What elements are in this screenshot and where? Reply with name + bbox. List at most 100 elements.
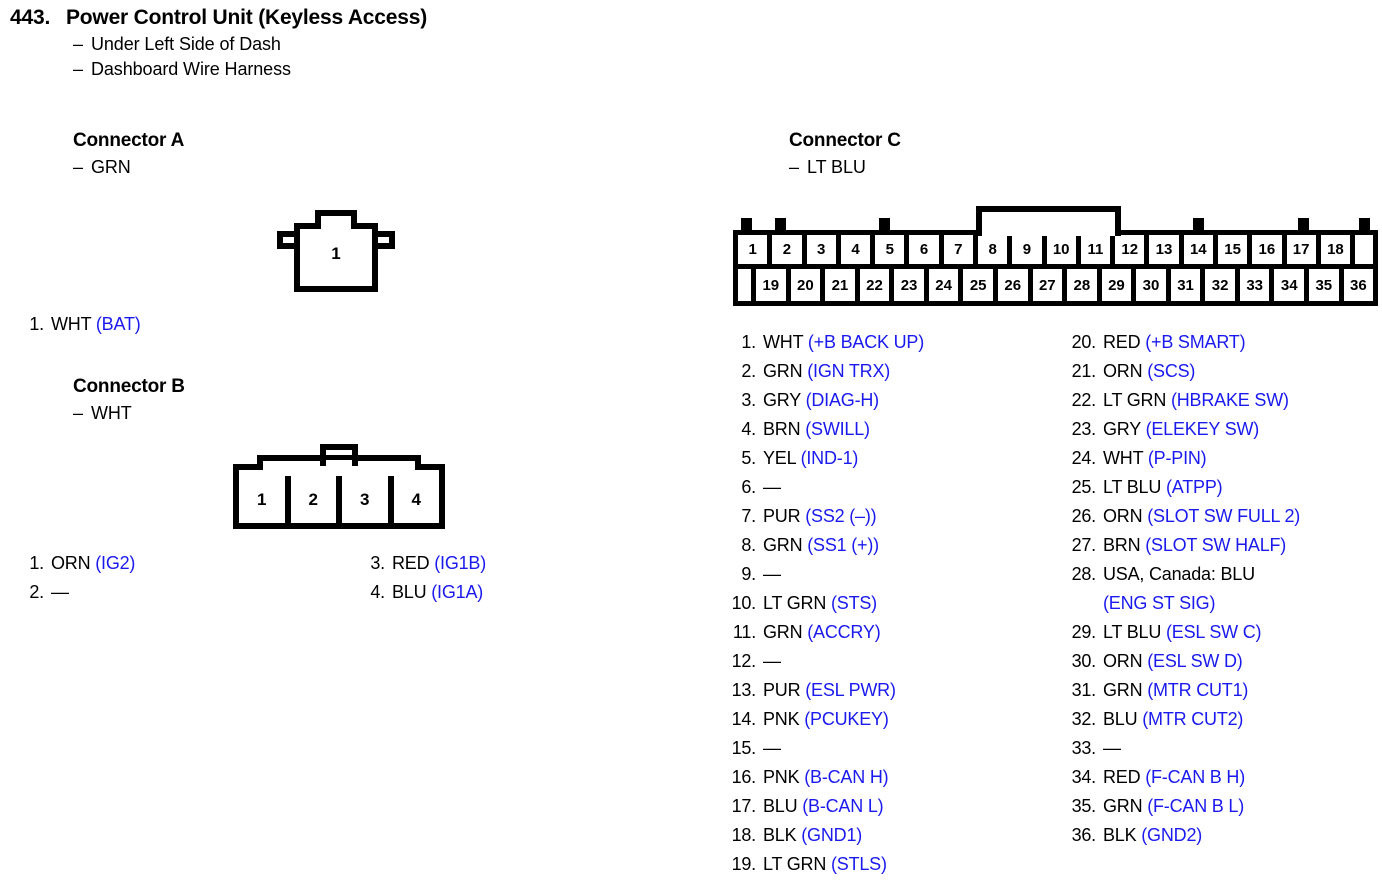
header-note-harness-text: Dashboard Wire Harness <box>91 59 291 79</box>
connector-c-keying-tab <box>741 218 752 232</box>
list-item: 1. WHT (BAT) <box>14 314 141 343</box>
connector-c-pin-cell: 6 <box>909 235 944 269</box>
pin-signal: (SLOT SW FULL 2) <box>1147 506 1301 526</box>
pin-number: 3. <box>370 553 385 573</box>
connector-c-pin-cell: 14 <box>1183 235 1218 269</box>
pin-wire-color: LT GRN <box>763 593 827 613</box>
pin-number: 13. <box>731 680 757 700</box>
pin-body: GRN (ACCRY) <box>763 622 881 643</box>
page-title: Power Control Unit (Keyless Access) <box>66 6 427 29</box>
pin-signal: (SCS) <box>1147 361 1196 381</box>
pin-body: PNK (PCUKEY) <box>763 709 889 730</box>
pin-number: 25. <box>1071 477 1097 497</box>
connector-c-pin-cell: 10 <box>1046 235 1081 269</box>
pin-signal: (STS) <box>830 593 877 613</box>
pin-wire-color: LT GRN <box>1103 390 1167 410</box>
connector-b-heading: Connector B <box>73 376 185 397</box>
pin-wire-color: ORN <box>51 553 91 573</box>
connector-c-pin-list-left: 1.WHT (+B BACK UP)2.GRN (IGN TRX)3.GRY (… <box>726 332 925 883</box>
pin-body: PUR (ESL PWR) <box>763 680 896 701</box>
pin-number: 31. <box>1071 680 1097 700</box>
connector-c-keying-tab <box>1298 218 1309 232</box>
pin-wire-color: PUR <box>763 506 801 526</box>
pin-number: 2. <box>29 582 44 602</box>
pin-body: — <box>763 738 781 759</box>
list-item: 3. RED (IG1B) <box>355 553 486 582</box>
list-item: 23.GRY (ELEKEY SW) <box>1066 419 1300 448</box>
pin-number: 7. <box>741 506 756 526</box>
connector-c-pin-cell: 24 <box>928 269 964 301</box>
list-item: 9.— <box>726 564 924 593</box>
connector-a-heading-block: Connector A –GRN <box>73 130 184 178</box>
pin-wire-color: — <box>51 582 69 602</box>
connector-c-pin-cell: 32 <box>1205 269 1240 301</box>
connector-c-pin-cell: 26 <box>997 269 1033 301</box>
list-item: 4. BLU (IG1A) <box>355 582 486 611</box>
pin-wire-color: LT BLU <box>1103 622 1162 642</box>
pin-wire-color: BLU <box>392 582 427 602</box>
pin-number: 29. <box>1071 622 1097 642</box>
connector-c-pin-cell: 30 <box>1136 269 1171 301</box>
pin-wire-color: RED <box>1103 767 1141 787</box>
connector-a-center-notch <box>315 210 357 229</box>
pin-wire-color: PNK <box>763 767 800 787</box>
pin-body: BLK (GND2) <box>1103 825 1202 846</box>
pin-signal: (STLS) <box>830 854 887 874</box>
pin-signal: (IG2) <box>95 553 136 573</box>
pin-number: 11. <box>732 622 756 642</box>
pin-signal: (SS1 (+)) <box>807 535 879 555</box>
pin-signal: (IND-1) <box>800 448 859 468</box>
pin-wire-color: WHT <box>51 314 92 334</box>
connector-c-pin-cell: 8 <box>977 235 1013 269</box>
pin-body: WHT (BAT) <box>51 314 141 335</box>
pin-signal: (GND1) <box>801 825 863 845</box>
connector-c-pin-cell: 31 <box>1170 269 1206 301</box>
pin-wire-color: GRN <box>1103 796 1143 816</box>
pin-number: 8. <box>741 535 756 555</box>
list-item: 22.LT GRN (HBRAKE SW) <box>1066 390 1300 419</box>
pin-number: 1. <box>29 553 44 573</box>
connector-b-tab-slot <box>326 455 352 460</box>
header-note-location: –Under Left Side of Dash <box>73 34 427 55</box>
list-item: 29.LT BLU (ESL SW C) <box>1066 622 1300 651</box>
pin-wire-color: — <box>763 738 781 758</box>
connector-c-pin-cell: 7 <box>943 235 978 269</box>
title-row: 443. Power Control Unit (Keyless Access) <box>10 6 427 30</box>
pin-wire-color: RED <box>1103 332 1141 352</box>
list-item: 13. PUR (ESL PWR) <box>726 680 924 709</box>
list-item: 19.LT GRN (STLS) <box>726 854 924 883</box>
pin-wire-color: — <box>1103 738 1121 758</box>
connector-c-pin-cell: 4 <box>840 235 876 269</box>
connector-c-heading-block: Connector C –LT BLU <box>789 130 901 178</box>
list-item: 11. GRN (ACCRY) <box>726 622 924 651</box>
pin-wire-color: BLU <box>763 796 798 816</box>
pin-wire-color: ORN <box>1103 651 1143 671</box>
pin-body: GRN (IGN TRX) <box>763 361 890 382</box>
pin-wire-color: BLK <box>1103 825 1137 845</box>
connector-c-color-row: –LT BLU <box>789 157 901 178</box>
list-item: 25.LT BLU (ATPP) <box>1066 477 1300 506</box>
pin-number: 2. <box>741 361 756 381</box>
list-item: 14.PNK (PCUKEY) <box>726 709 924 738</box>
list-item: 26.ORN (SLOT SW FULL 2) <box>1066 506 1301 535</box>
pin-number: 19. <box>731 854 757 874</box>
pin-number: 4. <box>370 582 385 602</box>
connector-b-heading-block: Connector B –WHT <box>73 376 185 424</box>
list-item: 4.BRN (SWILL) <box>726 419 924 448</box>
pin-body: RED (+B SMART) <box>1103 332 1246 353</box>
list-item: 34.RED (F-CAN B H) <box>1066 767 1300 796</box>
pin-number: 5. <box>741 448 756 468</box>
pin-number: 27. <box>1071 535 1097 555</box>
pin-wire-color: ORN <box>1103 506 1143 526</box>
connector-c-pin-cell: 18 <box>1320 235 1356 269</box>
connector-b-pin-list-right: 3. RED (IG1B) 4. BLU (IG1A) <box>355 553 486 611</box>
dash-glyph: – <box>73 34 83 54</box>
header-note-location-text: Under Left Side of Dash <box>91 34 281 54</box>
pin-wire-color: BLK <box>763 825 797 845</box>
pin-signal: (MTR CUT1) <box>1147 680 1249 700</box>
header-note-harness: –Dashboard Wire Harness <box>73 59 427 80</box>
pin-body: GRY (ELEKEY SW) <box>1103 419 1259 440</box>
pin-wire-color: — <box>763 477 781 497</box>
